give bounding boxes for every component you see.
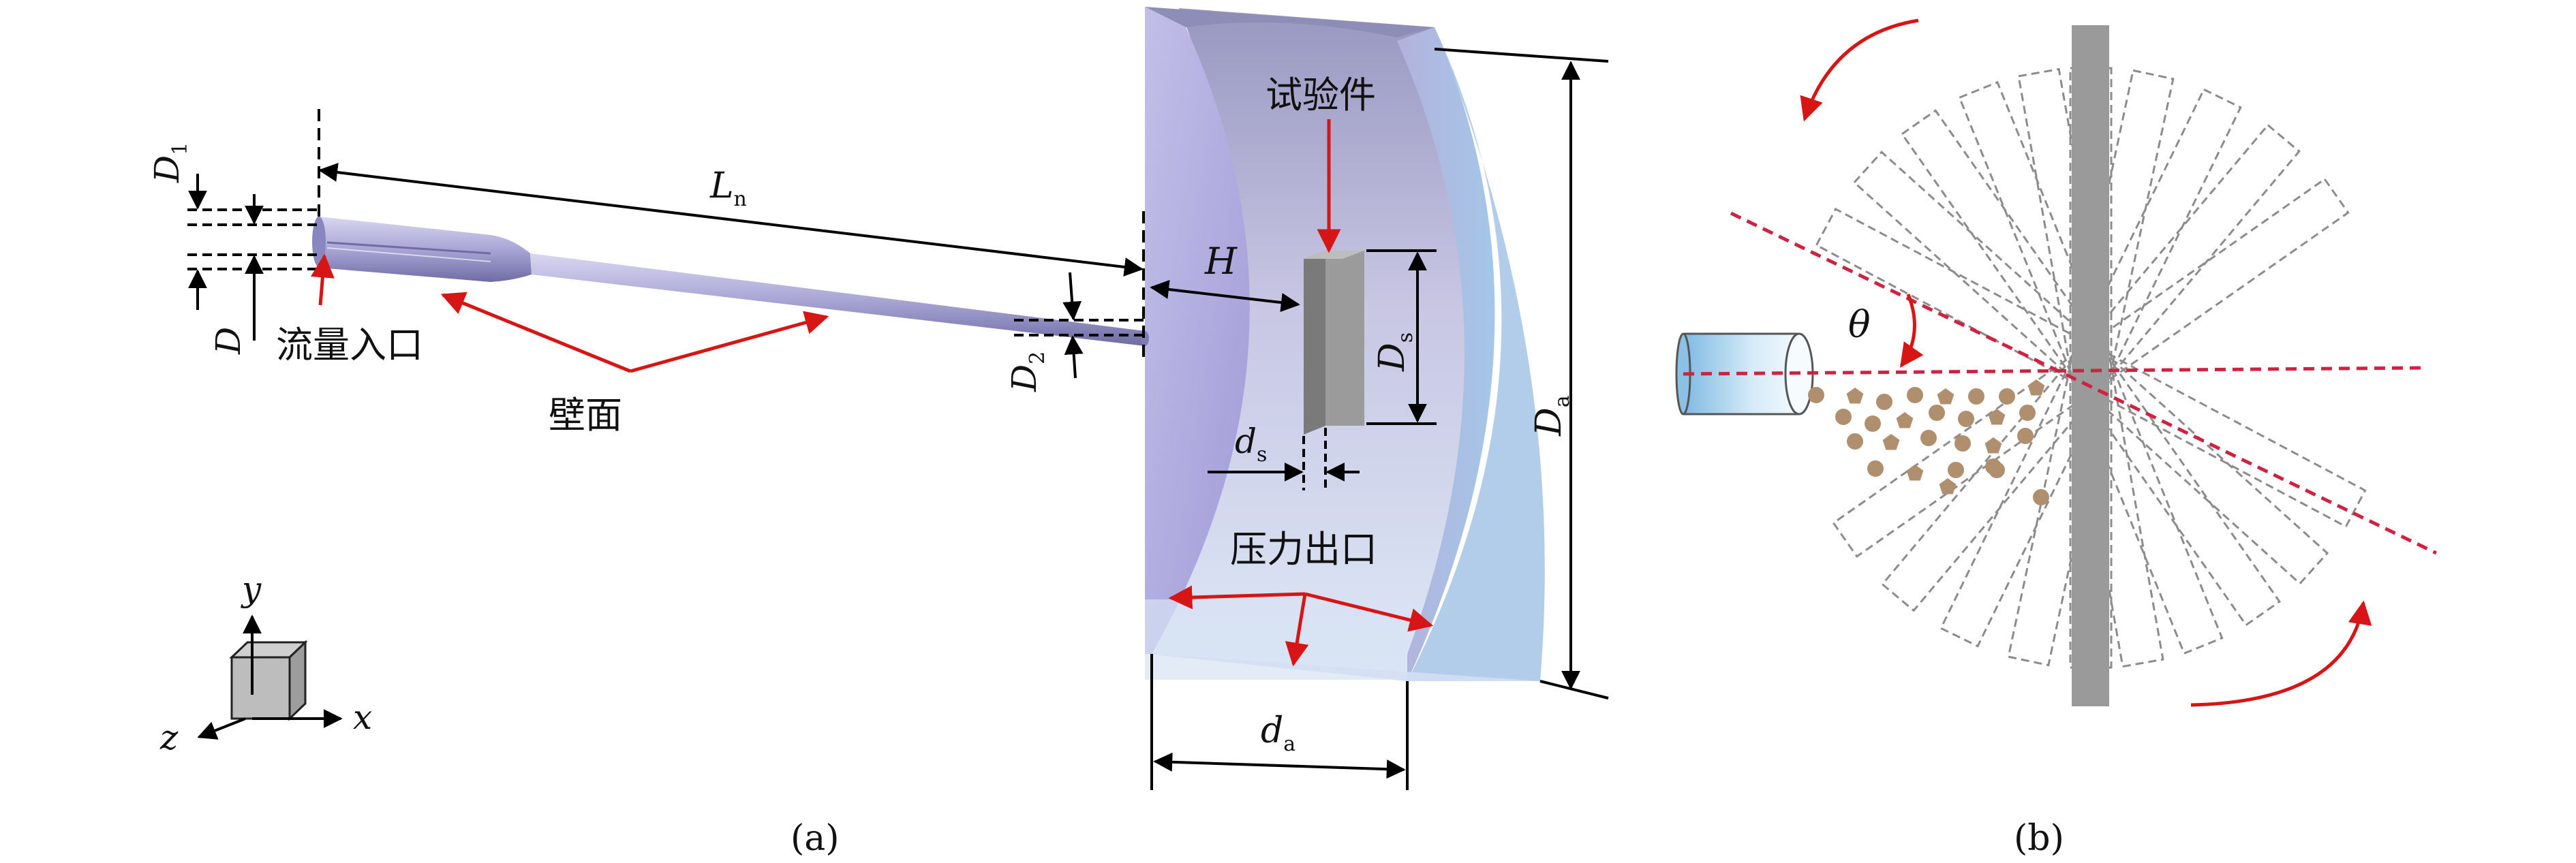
particle — [1999, 388, 2015, 405]
reference-lines — [1683, 211, 2438, 555]
label-pressure-outlet: 压力出口 — [1230, 528, 1377, 571]
particle — [1876, 394, 1892, 410]
nozzle — [312, 217, 1149, 346]
label-da-diameter: Da — [1529, 395, 1574, 437]
particle — [1896, 412, 1914, 428]
domain-bottom-strip — [1145, 599, 1407, 680]
particle — [1954, 435, 1971, 452]
domain-right-face — [1397, 27, 1495, 681]
dim-domain-diameter — [1434, 48, 1609, 700]
dim-standoff-distance — [1150, 280, 1300, 312]
target-plate — [2072, 25, 2109, 706]
dashed-plate-outline — [1958, 80, 2224, 655]
rotation-arrow-bottom — [2190, 600, 2372, 707]
particles — [1808, 379, 2049, 505]
caption-b: (b) — [2014, 818, 2064, 859]
particle — [1835, 409, 1852, 425]
particle — [1929, 405, 1945, 421]
particle — [1988, 409, 2006, 425]
panel-b: θ (b) — [1675, 18, 2438, 859]
particle — [2033, 489, 2049, 505]
label-ln: Ln — [709, 166, 747, 211]
particle — [1939, 478, 1957, 495]
particle — [1958, 411, 1974, 427]
axis-label-y: y — [241, 569, 262, 609]
label-wall: 壁面 — [549, 394, 622, 437]
panel-a: D1 D Ln H D2 Ds ds Da da 流量入口 壁面 试验件 压力出… — [147, 7, 1609, 859]
specimen-front — [1325, 251, 1364, 426]
label-flow-inlet: 流量入口 — [276, 324, 423, 366]
particle — [1920, 430, 1937, 446]
label-d1: D1 — [147, 142, 192, 183]
inclined-normal-line — [1730, 211, 2438, 555]
axis-triad — [197, 614, 343, 740]
particle — [1867, 460, 1884, 477]
domain-left-face — [1145, 7, 1250, 654]
rotation-arrow-top — [1800, 18, 1919, 122]
particle — [1984, 437, 2002, 454]
axis-label-x: x — [353, 697, 372, 737]
label-d: D — [209, 327, 248, 355]
label-h: H — [1204, 240, 1238, 283]
label-specimen: 试验件 — [1266, 74, 1376, 116]
domain-top-face — [1145, 7, 1435, 37]
particle — [1906, 465, 1924, 481]
caption-a: (a) — [791, 818, 840, 859]
label-da-depth: da — [1261, 710, 1295, 756]
particle — [1882, 434, 1900, 450]
particle — [1937, 388, 1954, 405]
label-ds-thickness: ds — [1235, 422, 1267, 467]
specimen-side — [1304, 251, 1325, 435]
annotation-arrows — [310, 119, 1434, 667]
label-d2: D2 — [1005, 351, 1049, 392]
specimen-top — [1304, 251, 1364, 259]
specimen — [1304, 251, 1364, 435]
particle — [1989, 462, 2005, 478]
angle-arc — [1899, 294, 1924, 368]
dim-specimen-thickness — [1208, 428, 1360, 490]
label-theta: θ — [1848, 303, 1871, 346]
label-ds-height: Ds — [1372, 332, 1417, 372]
domain-right-shell — [1407, 27, 1545, 681]
particle — [2019, 405, 2036, 421]
particle — [1808, 387, 1824, 403]
dim-nozzle-length — [318, 163, 1145, 358]
particle — [1948, 462, 1964, 478]
axis-label-z: z — [159, 718, 179, 757]
particle — [1968, 388, 1984, 405]
dim-specimen-height — [1366, 249, 1437, 425]
particle — [1846, 388, 1864, 404]
particle — [2017, 428, 2034, 444]
dim-domain-depth — [1150, 654, 1409, 790]
particle — [2027, 379, 2045, 396]
particle — [1865, 415, 1881, 432]
dim-inlet-diameters — [187, 109, 320, 341]
particle — [1847, 433, 1863, 450]
dim-exit-diameter — [1014, 272, 1145, 379]
nozzle-thin-section — [530, 253, 1145, 346]
particle — [1907, 387, 1923, 403]
